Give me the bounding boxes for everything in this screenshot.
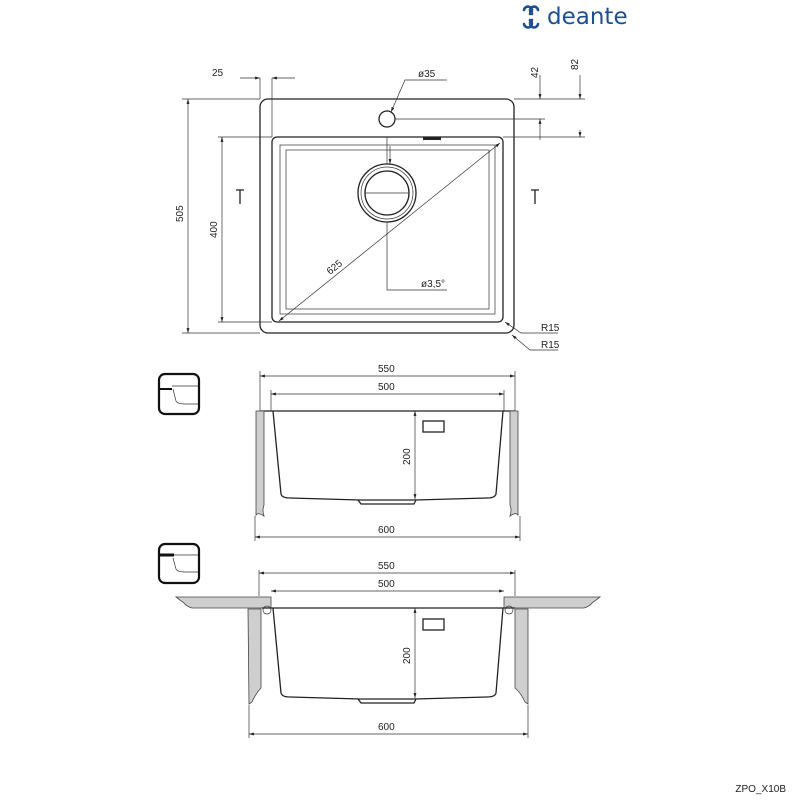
section-undermount: 550 500 200 600 xyxy=(157,364,521,541)
cabinet-wall-right xyxy=(509,410,519,517)
dim-diagonal: 625 xyxy=(325,258,345,277)
bowl-bottom xyxy=(285,149,490,310)
dim-tap-offset: 42 xyxy=(530,66,541,78)
dim-offset-25: 25 xyxy=(212,68,224,79)
dim-bowl-depth: 400 xyxy=(209,221,220,238)
dim-total-depth: 505 xyxy=(175,205,186,222)
model-code: ZPO_X10B xyxy=(735,784,786,795)
dim-width-bowl-2: 500 xyxy=(378,579,395,590)
top-view: 25 ø35 42 82 505 400 ø3,5° 625 xyxy=(175,58,585,351)
dim-slope: ø3,5° xyxy=(421,279,445,290)
brand-name: deante xyxy=(547,4,628,30)
overflow-slot xyxy=(423,137,441,140)
drain xyxy=(357,163,417,223)
cabinet-wall-left xyxy=(255,410,265,517)
dim-depth-2: 200 xyxy=(402,647,413,664)
cabinet-wall-left-2 xyxy=(247,608,262,705)
logo-symbol-icon xyxy=(522,5,540,29)
overflow xyxy=(422,420,445,433)
dim-width-bowl: 500 xyxy=(378,382,395,393)
deante-logo: deante xyxy=(522,4,628,30)
dim-width-outer-2: 550 xyxy=(378,561,395,572)
dim-bowl-offset: 82 xyxy=(570,58,581,70)
bowl-inner-rim xyxy=(279,144,496,315)
overflow-2 xyxy=(422,618,445,631)
bowl-profile-2 xyxy=(272,607,504,700)
dim-depth: 200 xyxy=(402,448,413,465)
bowl-outline xyxy=(271,136,504,323)
section-flush: 550 500 200 600 xyxy=(157,542,602,738)
dim-width-outer: 550 xyxy=(378,364,395,375)
dim-radius-inner: R15 xyxy=(541,323,560,334)
cabinet-wall-right-2 xyxy=(514,608,529,705)
flush-mount-icon xyxy=(157,542,201,585)
sink-outline xyxy=(259,98,515,334)
countertop-left xyxy=(174,596,272,609)
countertop-right xyxy=(503,596,602,609)
dim-tap-hole: ø35 xyxy=(418,69,436,80)
section-marks xyxy=(236,189,539,204)
dim-radius-outer: R15 xyxy=(541,340,560,351)
tap-hole xyxy=(378,110,396,128)
undermount-icon xyxy=(157,372,201,416)
dim-cabinet: 600 xyxy=(378,525,395,536)
dim-cabinet-2: 600 xyxy=(378,722,395,733)
bowl-profile xyxy=(272,410,504,501)
